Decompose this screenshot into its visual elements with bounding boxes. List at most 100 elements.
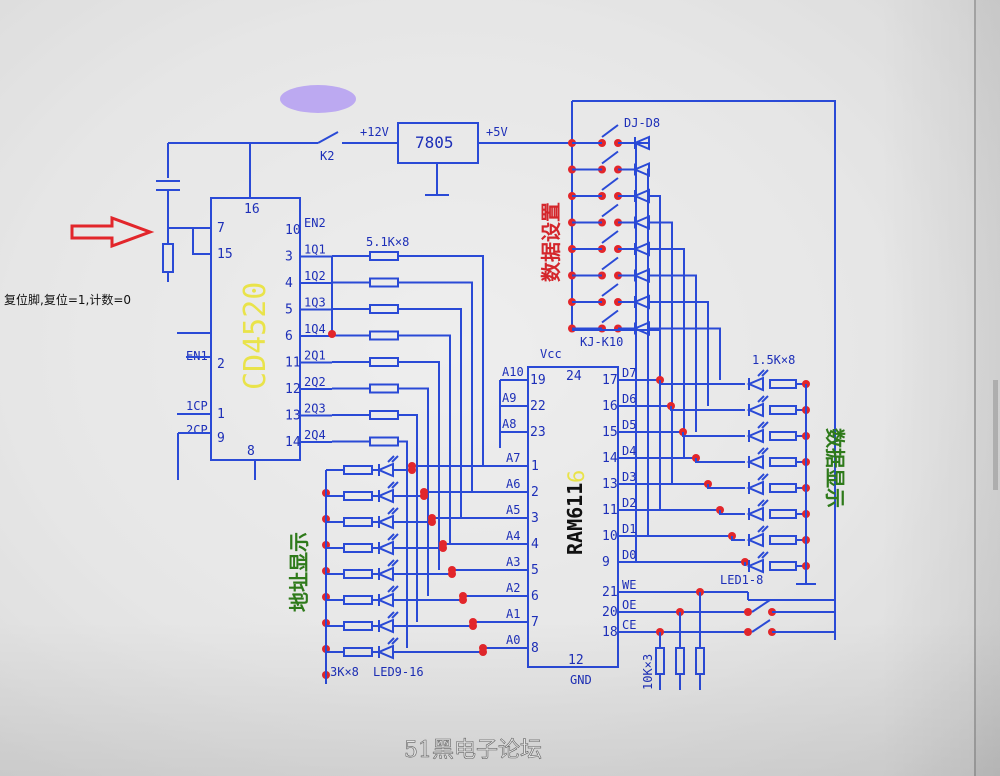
reset-network	[162, 227, 256, 480]
ram-addr-name: A7	[506, 451, 520, 465]
counter-pin-num: 15	[217, 247, 233, 262]
ram-data-num: 9	[602, 555, 610, 570]
counter-pin-num: 4	[285, 276, 293, 291]
switch-lever	[751, 599, 771, 613]
counter-pin-8: 8	[247, 444, 255, 459]
ram-data-name: D3	[622, 470, 636, 484]
counter-pin-name: 1Q1	[304, 243, 326, 257]
regulator-name: 7805	[415, 133, 454, 152]
ram-addr-num: 3	[531, 511, 539, 526]
junction-dot	[448, 570, 456, 578]
led-rays-icon	[757, 499, 769, 507]
counter-pin-num: 10	[285, 223, 301, 238]
counter-pin-num: 5	[285, 303, 293, 318]
junction-dot	[744, 628, 752, 636]
counter-chip-name: CD4520	[238, 282, 273, 390]
ram-addr-name: A4	[506, 529, 520, 543]
wire	[650, 248, 685, 458]
ram-addr-num: 2	[531, 485, 539, 500]
ram-data-name: D5	[622, 418, 636, 432]
data-display-label: 数据显示	[823, 428, 847, 508]
ram-data-num: 10	[602, 529, 618, 544]
res-addr-label: 3K×8	[330, 665, 359, 679]
ram-addr-num: 23	[530, 425, 546, 440]
address-display-leds	[322, 455, 487, 684]
ram-addr-name: A1	[506, 607, 520, 621]
counter-pin-16: 16	[244, 202, 260, 217]
diode-array-label: DJ-D8	[624, 116, 660, 130]
diode-icon	[746, 376, 764, 392]
ram-addr-name: A9	[502, 391, 516, 405]
forum-watermark: 51黑电子论坛	[404, 738, 542, 763]
diode-icon	[376, 566, 394, 582]
diode-icon	[746, 558, 764, 574]
ram-addr-num: 19	[530, 373, 546, 388]
switch-lever	[601, 177, 619, 191]
diode-icon	[376, 618, 394, 634]
counter-pin-name: 1Q2	[304, 269, 326, 283]
switch-k2-label: K2	[320, 149, 334, 163]
wire	[398, 387, 429, 596]
counter-pin-num: 13	[285, 409, 301, 424]
wire	[707, 484, 745, 489]
junction-dot	[469, 622, 477, 630]
redacted-blur	[280, 85, 356, 113]
ram-ctrl-name: OE	[622, 598, 636, 612]
switch-lever	[601, 283, 619, 297]
led-rays-icon	[387, 533, 399, 541]
led-addr-label: LED9-16	[373, 665, 424, 679]
ram-data-name: D6	[622, 392, 636, 406]
ram-addr-num: 8	[531, 641, 539, 656]
counter-pin-num: 12	[285, 382, 301, 397]
ram-addr-name: A8	[502, 417, 516, 431]
diode-icon	[632, 294, 650, 310]
wire	[747, 592, 835, 601]
counter-pin-num: 9	[217, 431, 225, 446]
diode-icon	[376, 592, 394, 608]
ram-gnd-pin: 12	[568, 653, 584, 668]
wire	[796, 384, 816, 585]
ram-vcc: Vcc	[540, 347, 562, 361]
wire	[398, 281, 473, 492]
wire	[398, 361, 440, 570]
ram-data-num: 14	[602, 451, 618, 466]
wire	[719, 510, 745, 515]
wire	[650, 274, 697, 432]
wire	[731, 536, 745, 541]
ram-addr-num: 7	[531, 615, 539, 630]
diode-icon	[632, 241, 650, 257]
diode-icon	[746, 480, 764, 496]
ram-data-num: 13	[602, 477, 618, 492]
ram-data-name: D1	[622, 522, 636, 536]
ram-chip-name: RAM611	[563, 483, 587, 555]
wire	[398, 255, 484, 466]
counter-pin-name: 2Q1	[304, 349, 326, 363]
reset-note: 复位脚,复位=1,计数=0	[4, 292, 131, 307]
counter-pin-name: 2Q2	[304, 375, 326, 389]
wire	[647, 168, 650, 536]
led-rays-icon	[757, 421, 769, 429]
scroll-bar	[993, 380, 998, 490]
led-rays-icon	[387, 585, 399, 593]
wire	[650, 301, 709, 406]
ram-data-num: 15	[602, 425, 618, 440]
data-display-leds	[659, 369, 816, 585]
led-rays-icon	[757, 525, 769, 533]
diode-icon	[632, 320, 650, 337]
address-resistor-column	[328, 251, 484, 648]
ram-ctrl-name: WE	[622, 578, 636, 592]
led-data-label: LED1-8	[720, 573, 763, 587]
diode-icon	[746, 454, 764, 470]
junction-dot	[408, 466, 416, 474]
led-rays-icon	[387, 559, 399, 567]
ram-ctrl-num: 18	[602, 625, 618, 640]
wire	[398, 440, 408, 648]
diode-icon	[376, 540, 394, 556]
switch-lever	[601, 150, 619, 165]
wire	[670, 406, 745, 411]
diode-icon	[376, 488, 394, 504]
wire	[695, 458, 745, 463]
switch-lever	[601, 124, 619, 138]
